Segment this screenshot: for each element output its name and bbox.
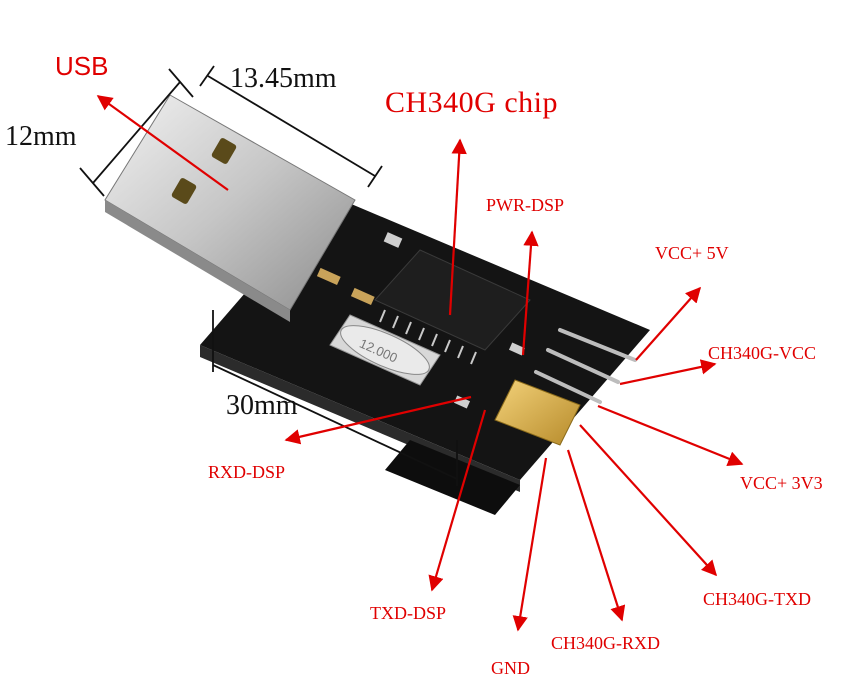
smd-components — [316, 232, 526, 409]
ch340g-rxd-label: CH340G-RXD — [551, 633, 661, 653]
txd-dsp-label: TXD-DSP — [370, 603, 447, 623]
ch340g-vcc-label: CH340G-VCC — [708, 343, 817, 363]
gnd-label: GND — [491, 658, 530, 678]
vcc-3v3-label: VCC+ 3V3 — [740, 473, 823, 493]
vcc-5v-label: VCC+ 5V — [655, 243, 729, 263]
usb-connector — [104, 94, 356, 322]
dimension-lines — [79, 65, 458, 486]
jumper-cap — [494, 379, 581, 446]
rxd-dsp-label: RXD-DSP — [208, 462, 286, 482]
header-pins — [534, 328, 637, 404]
ch340g-chip-body — [374, 249, 531, 365]
usb-label: USB — [55, 51, 109, 81]
chip-label: CH340G chip — [385, 86, 558, 119]
crystal-oscillator — [329, 314, 441, 386]
usb-length-dimension: 13.45mm — [230, 63, 337, 94]
annotation-arrows — [96, 95, 744, 632]
usb-width-dimension: 12mm — [5, 121, 77, 152]
pwr-dsp-label: PWR-DSP — [486, 195, 565, 215]
board-length-dimension: 30mm — [226, 390, 298, 421]
ch340g-txd-label: CH340G-TXD — [703, 589, 811, 609]
